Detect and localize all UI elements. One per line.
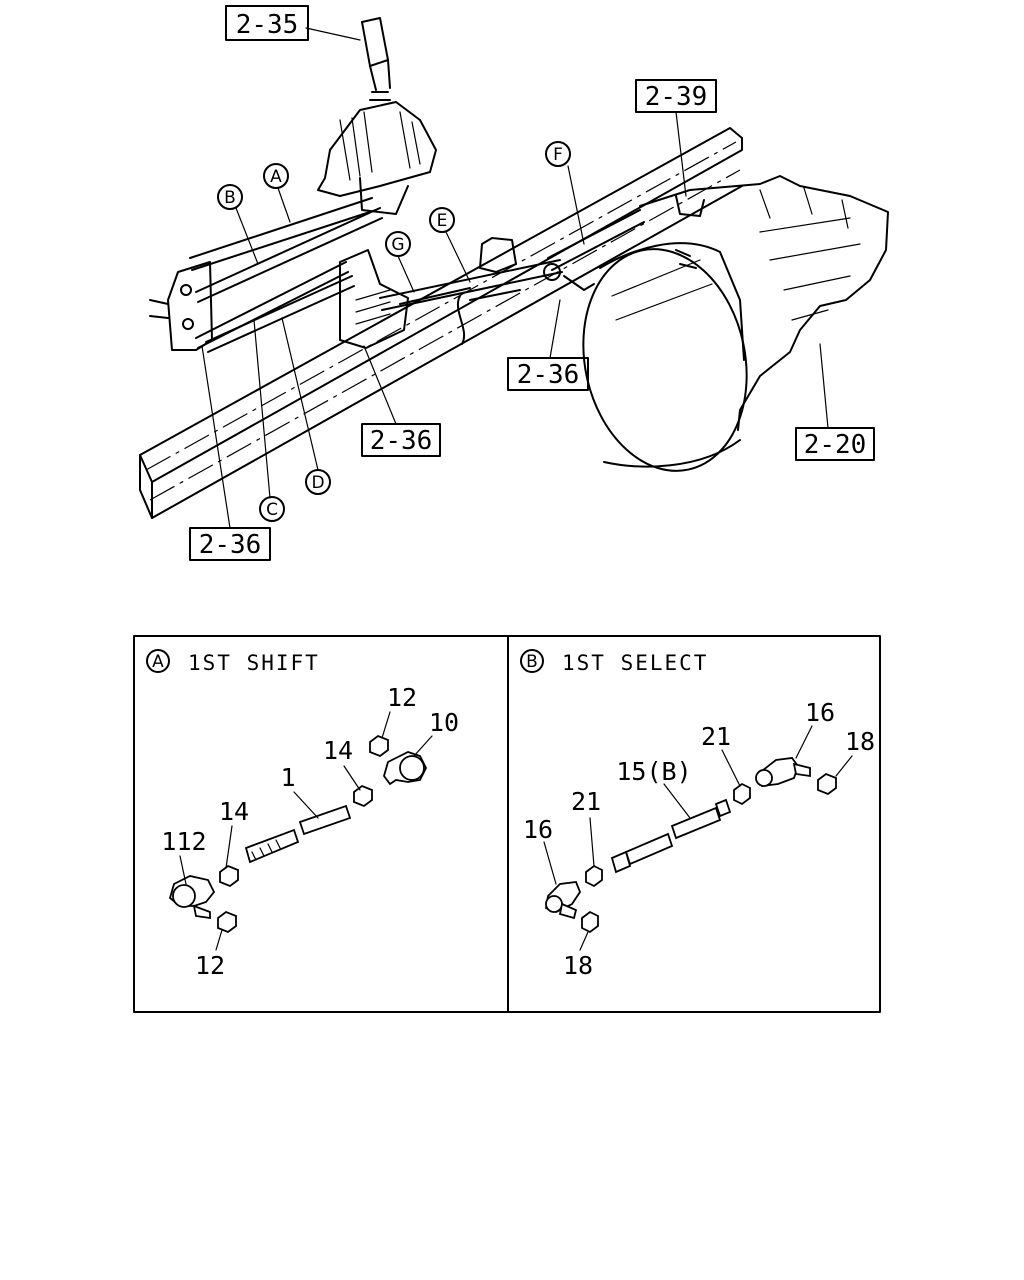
svg-text:A: A (270, 167, 282, 187)
callout-A: A (263, 163, 289, 189)
svg-text:16: 16 (523, 815, 553, 844)
svg-text:12: 12 (195, 951, 225, 980)
ref-box-2-35: 2-35 (225, 5, 309, 41)
svg-text:16: 16 (805, 698, 835, 727)
svg-text:12: 12 (387, 683, 417, 712)
svg-text:14: 14 (323, 736, 353, 765)
svg-text:2-35: 2-35 (236, 10, 299, 40)
detail-panels-frame (133, 635, 881, 1013)
svg-text:C: C (266, 500, 278, 520)
svg-text:F: F (553, 145, 563, 165)
svg-text:1ST SHIFT: 1ST SHIFT (188, 651, 320, 675)
svg-text:10: 10 (429, 708, 459, 737)
svg-text:14: 14 (219, 797, 249, 826)
callout-G: G (385, 231, 411, 257)
callout-B: B (217, 184, 243, 210)
svg-text:D: D (311, 473, 324, 493)
svg-text:B: B (224, 188, 236, 208)
svg-text:15(B): 15(B) (616, 757, 691, 786)
svg-text:18: 18 (563, 951, 593, 980)
svg-text:2-36: 2-36 (517, 360, 580, 390)
ref-box-2-36-center: 2-36 (361, 423, 441, 457)
svg-text:21: 21 (701, 722, 731, 751)
callout-D: D (305, 469, 331, 495)
svg-text:B: B (526, 652, 538, 672)
svg-text:1ST SELECT: 1ST SELECT (562, 651, 708, 675)
callout-E: E (429, 207, 455, 233)
panel-1st-shift: A 1ST SHIFT 12 10 14 1 14 112 (146, 649, 459, 980)
svg-text:E: E (437, 211, 448, 231)
overview-leaders (201, 27, 829, 529)
svg-text:G: G (391, 235, 404, 255)
svg-text:2-20: 2-20 (804, 430, 867, 460)
ref-box-2-36-right: 2-36 (507, 357, 589, 391)
ref-box-2-36-left: 2-36 (189, 527, 271, 561)
callout-C: C (259, 496, 285, 522)
svg-text:21: 21 (571, 787, 601, 816)
callout-F: F (545, 141, 571, 167)
svg-text:2-36: 2-36 (370, 426, 433, 456)
panel-1st-select: B 1ST SELECT 16 18 21 15(B) (520, 649, 875, 980)
svg-text:112: 112 (161, 827, 206, 856)
svg-text:2-36: 2-36 (199, 530, 262, 560)
svg-text:A: A (152, 652, 164, 672)
svg-text:18: 18 (845, 727, 875, 756)
ref-box-2-20: 2-20 (795, 427, 875, 461)
ref-box-2-39: 2-39 (635, 79, 717, 113)
svg-text:2-39: 2-39 (645, 82, 708, 112)
overview-illustration (139, 17, 889, 519)
svg-text:1: 1 (280, 763, 295, 792)
